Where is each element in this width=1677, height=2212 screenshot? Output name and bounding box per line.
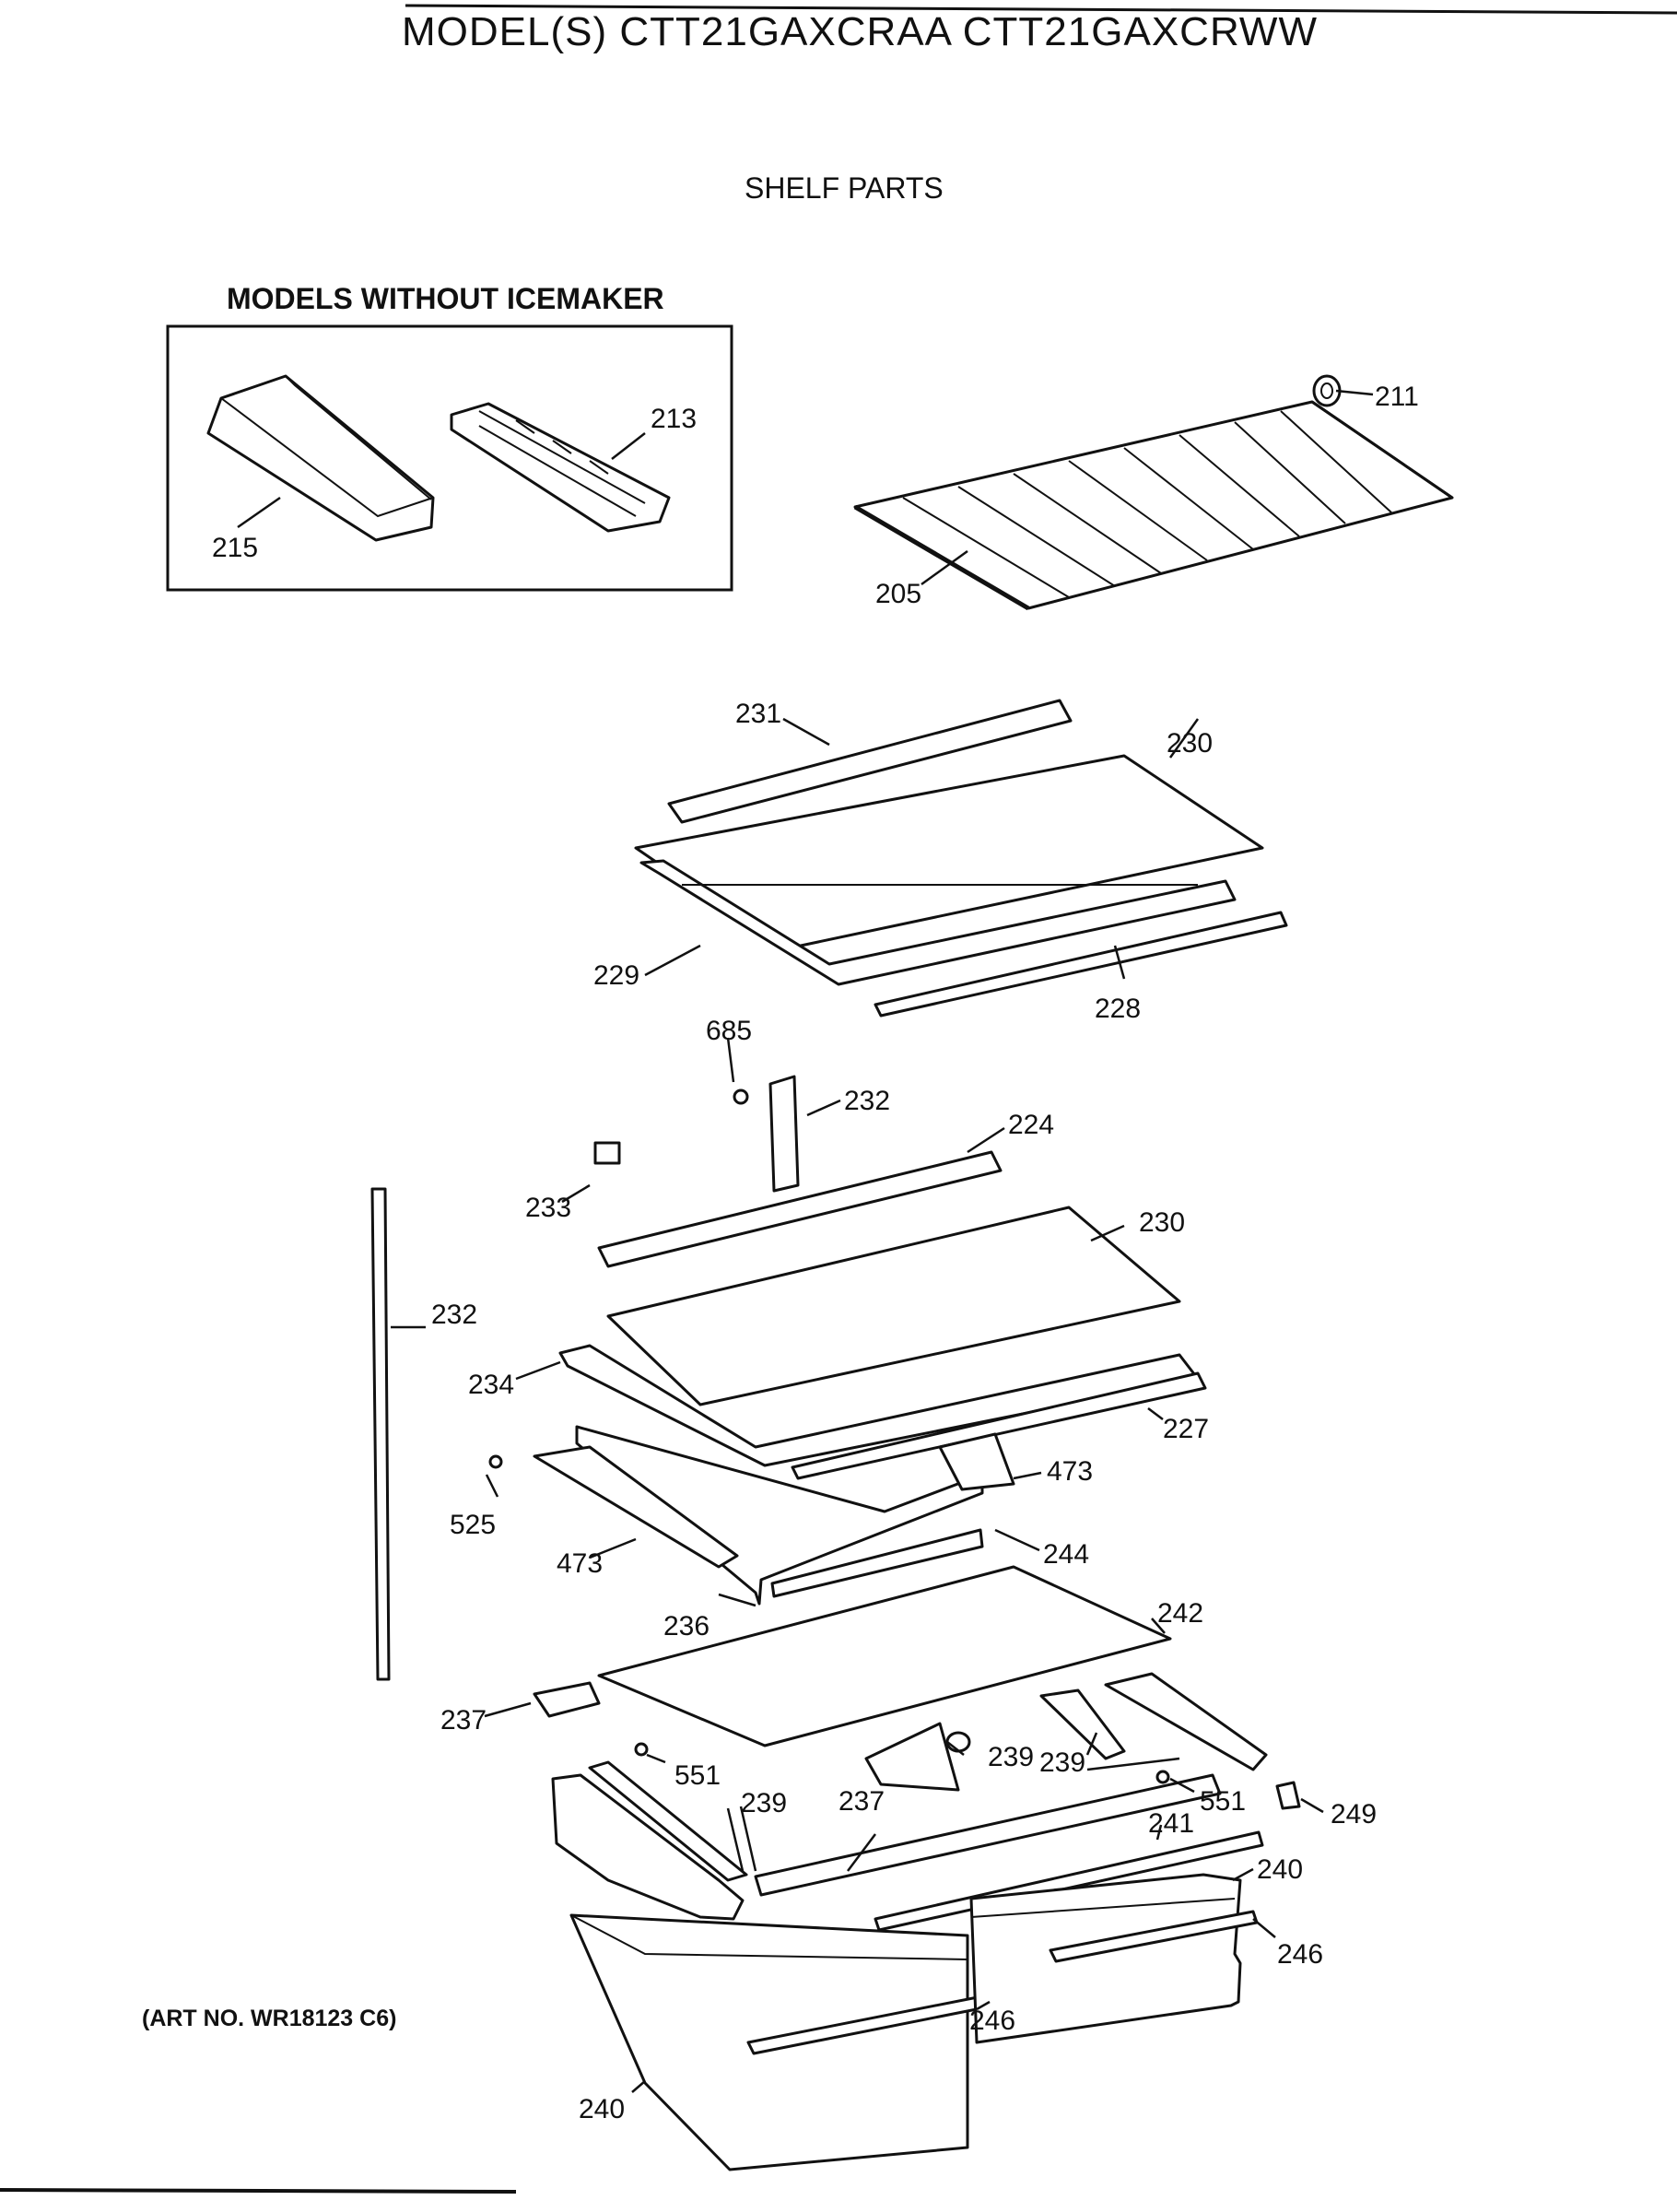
callout-label: 237 xyxy=(440,1705,487,1735)
crisper-frame-part xyxy=(488,1425,1015,1606)
callout-label: 239 xyxy=(741,1788,787,1818)
art-number: (ART NO. WR18123 C6) xyxy=(142,2006,397,2031)
callout-label: 232 xyxy=(431,1300,477,1330)
callout-label: 215 xyxy=(212,533,258,563)
callout-label: 224 xyxy=(1008,1110,1054,1140)
wire-shelf-part xyxy=(853,400,1454,611)
callout-label: 525 xyxy=(450,1510,496,1540)
callout-label: 239 xyxy=(1039,1747,1085,1778)
callout-label: 685 xyxy=(706,1016,752,1046)
callout-label: 236 xyxy=(663,1611,710,1641)
inset-title: MODELS WITHOUT ICEMAKER xyxy=(227,282,664,315)
callout-label: 241 xyxy=(1148,1808,1194,1839)
left-crisper-drawer xyxy=(569,1913,988,2171)
right-crisper-drawer xyxy=(969,1873,1259,2044)
callout-label: 228 xyxy=(1095,994,1141,1024)
callout-label: 230 xyxy=(1167,728,1213,759)
model-title: MODEL(S) CTT21GAXCRAA CTT21GAXCRWW xyxy=(402,9,1318,54)
callout-label: 246 xyxy=(969,2006,1015,2036)
callout-label: 229 xyxy=(593,960,639,991)
upper-shelf-assembly xyxy=(634,699,1288,1018)
callout-label: 233 xyxy=(525,1193,571,1223)
callout-label: 211 xyxy=(1375,382,1419,412)
center-divider-part xyxy=(733,1075,800,1193)
shelf-clip-part xyxy=(1312,374,1342,407)
callout-label: 551 xyxy=(1200,1786,1246,1817)
ice-tray-part xyxy=(450,402,671,533)
callout-label: 240 xyxy=(1257,1854,1303,1885)
crisper-slide-hardware xyxy=(533,1672,1301,1810)
top-rule xyxy=(405,4,1677,15)
door-bin-part xyxy=(206,374,435,542)
inset-box xyxy=(166,324,733,592)
callout-label: 231 xyxy=(735,699,781,729)
callout-label: 551 xyxy=(674,1760,721,1791)
callout-label: 240 xyxy=(579,2094,625,2124)
left-slide-part xyxy=(551,1760,748,1921)
callout-label: 234 xyxy=(468,1370,514,1400)
callout-label: 239 xyxy=(988,1742,1034,1772)
middle-shelf-assembly xyxy=(558,1150,1207,1480)
callout-label: 244 xyxy=(1043,1539,1089,1570)
callout-label: 242 xyxy=(1157,1598,1203,1629)
side-rail-part xyxy=(370,1187,391,1681)
callout-label: 205 xyxy=(875,579,921,609)
bottom-rule xyxy=(0,2188,517,2194)
center-rail-part xyxy=(754,1773,1222,1897)
shelf-stop-part xyxy=(593,1141,621,1165)
callout-label: 473 xyxy=(557,1548,603,1579)
callout-label: 232 xyxy=(844,1086,890,1116)
callout-label: 473 xyxy=(1047,1456,1093,1487)
section-title: SHELF PARTS xyxy=(745,171,944,205)
callout-labels: 211 213 215 205 231 230 229 228 685 232 … xyxy=(212,382,1419,2124)
callout-label: 213 xyxy=(651,404,697,434)
callout-label: 249 xyxy=(1331,1799,1377,1830)
callout-label: 230 xyxy=(1139,1207,1185,1238)
leader-lines xyxy=(237,389,1374,2093)
crisper-cover-glass-part xyxy=(597,1565,1172,1747)
callout-label: 237 xyxy=(838,1786,885,1817)
callout-label: 227 xyxy=(1163,1414,1209,1444)
callout-label: 246 xyxy=(1277,1939,1323,1970)
